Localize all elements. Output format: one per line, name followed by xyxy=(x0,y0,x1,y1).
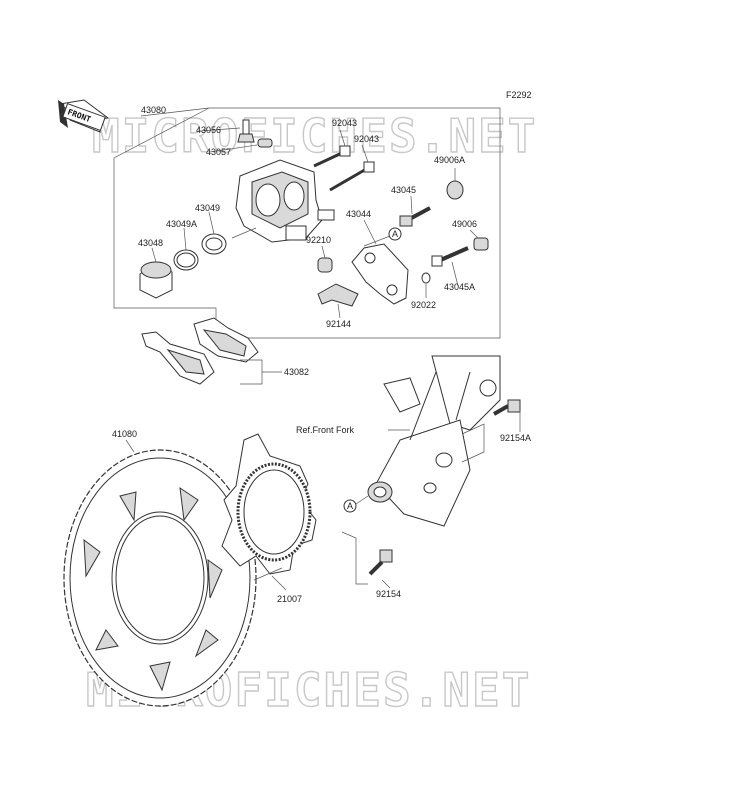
label-49006a: 49006A xyxy=(434,155,465,165)
brake-disc xyxy=(63,449,257,707)
label-92022: 92022 xyxy=(411,300,436,310)
caliper-body xyxy=(235,159,335,243)
label-43049a: 43049A xyxy=(166,219,197,229)
pad-spring xyxy=(317,283,359,307)
dust-seal xyxy=(173,249,199,271)
brake-pad-left xyxy=(141,331,215,385)
watermark-top: MICROFICHES.NET xyxy=(92,109,537,163)
label-43045a: 43045A xyxy=(444,282,475,292)
label-43082: 43082 xyxy=(284,367,309,377)
pin-lower xyxy=(329,161,375,192)
holder-pin xyxy=(399,206,431,227)
label-49006: 49006 xyxy=(452,219,477,229)
figure-code: F2292 xyxy=(506,90,532,100)
mounting-bolt-a xyxy=(493,399,521,416)
o-ring xyxy=(421,272,431,284)
label-43080: 43080 xyxy=(141,105,166,115)
label-92210: 92210 xyxy=(306,235,331,245)
label-92154a: 92154A xyxy=(500,433,531,443)
front-fork xyxy=(367,355,501,527)
bleeder-cap xyxy=(257,138,273,148)
label-43048: 43048 xyxy=(138,238,163,248)
collar xyxy=(317,257,333,273)
piston xyxy=(139,261,173,299)
label-41080: 41080 xyxy=(112,429,137,439)
callout-a-upper: A xyxy=(392,229,398,239)
label-43045: 43045 xyxy=(391,185,416,195)
label-92043-lower: 92043 xyxy=(354,134,379,144)
abs-sensor-rotor xyxy=(221,433,317,575)
label-92154: 92154 xyxy=(376,589,401,599)
callout-a-lower: A xyxy=(347,501,353,511)
boot-a xyxy=(446,180,464,200)
brake-pad-right xyxy=(193,317,259,363)
label-43056: 43056 xyxy=(196,125,221,135)
label-21007: 21007 xyxy=(277,594,302,604)
bleeder-valve xyxy=(237,119,255,143)
reference-front-fork: Ref.Front Fork xyxy=(296,425,355,435)
label-92043-upper: 92043 xyxy=(332,118,357,128)
piston-seal xyxy=(201,233,227,255)
boot xyxy=(473,237,489,251)
caliper-bracket xyxy=(351,243,409,305)
label-43044: 43044 xyxy=(346,209,371,219)
front-arrow-icon: FRONT xyxy=(58,99,110,133)
holder-pin-a xyxy=(431,246,469,267)
label-92144: 92144 xyxy=(326,319,351,329)
disc-bolt xyxy=(368,549,393,576)
label-43057: 43057 xyxy=(206,147,231,157)
label-43049: 43049 xyxy=(195,203,220,213)
